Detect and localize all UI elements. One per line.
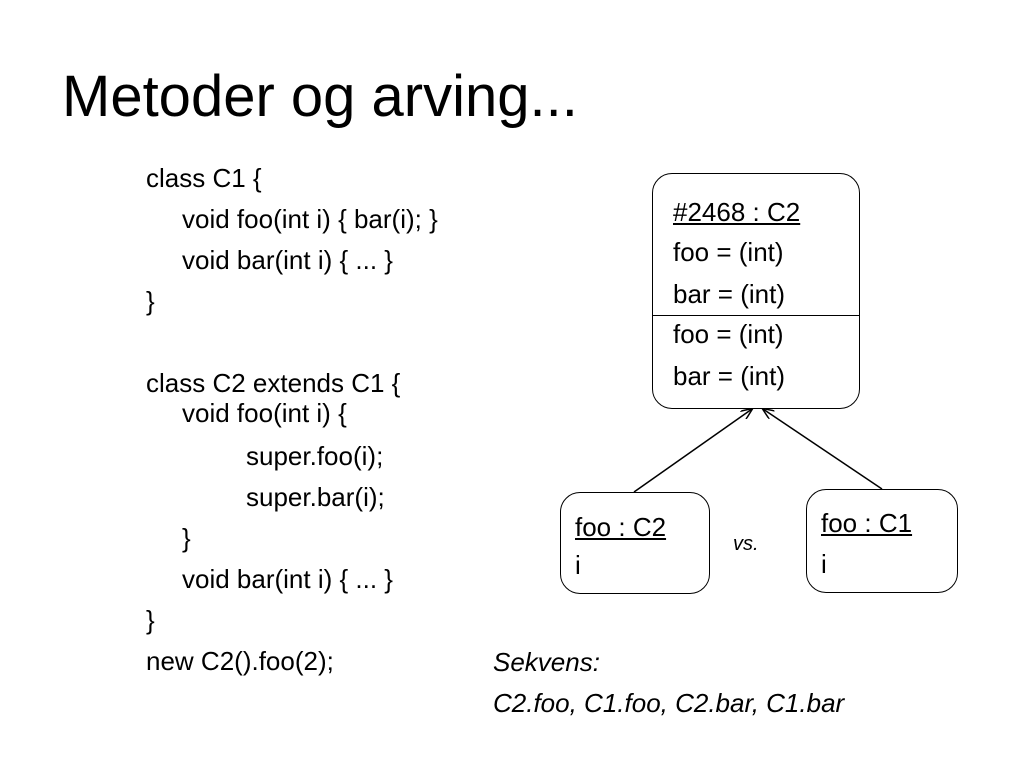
sequence-label: Sekvens: <box>493 647 600 677</box>
frame-foo-c2: foo : C2 i <box>560 492 710 594</box>
object-divider <box>653 315 859 316</box>
code-line: void bar(int i) { ... } <box>182 564 393 594</box>
code-line: new C2().foo(2); <box>146 646 334 676</box>
frame-c1-var: i <box>821 549 827 579</box>
code-line: super.foo(i); <box>246 441 384 471</box>
arrow-c1-frame-to-object <box>763 409 883 490</box>
object-header: #2468 : C2 <box>673 197 801 227</box>
slide-title: Metoder og arving... <box>62 64 578 129</box>
code-line: void bar(int i) { ... } <box>182 245 393 275</box>
object-box: #2468 : C2 foo = (int) bar = (int) foo =… <box>652 173 860 409</box>
frame-c1-header: foo : C1 <box>821 508 913 538</box>
object-field: bar = (int) <box>673 279 785 309</box>
object-field: foo = (int) <box>673 237 784 267</box>
code-line: void foo(int i) { bar(i); } <box>182 204 438 234</box>
arrow-c2-frame-to-object <box>633 409 752 493</box>
code-line: class C1 { <box>146 163 262 193</box>
frame-foo-c1: foo : C1 i <box>806 489 958 593</box>
object-field: foo = (int) <box>673 319 784 349</box>
frame-c2-var: i <box>575 550 581 580</box>
code-line: } <box>146 605 155 635</box>
code-line: } <box>146 286 155 316</box>
sequence-value: C2.foo, C1.foo, C2.bar, C1.bar <box>493 688 845 718</box>
vs-label: vs. <box>733 533 759 555</box>
code-line: super.bar(i); <box>246 482 385 512</box>
frame-c2-header: foo : C2 <box>575 512 667 542</box>
object-field: bar = (int) <box>673 361 785 391</box>
code-line: void foo(int i) { <box>182 398 347 428</box>
code-line: } <box>182 523 191 553</box>
code-line: class C2 extends C1 { <box>146 368 401 398</box>
